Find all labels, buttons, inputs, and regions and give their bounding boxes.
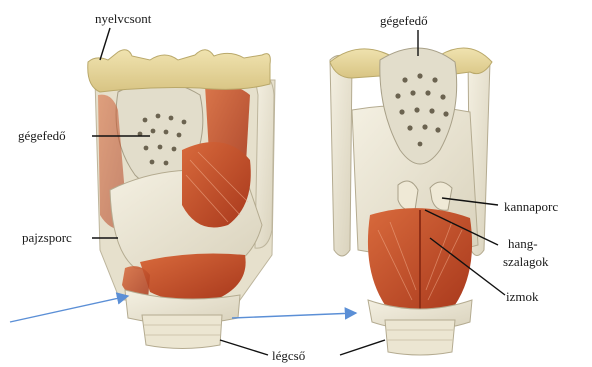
label-hyoid: nyelvcsont: [95, 11, 152, 26]
label-thyroid: pajzsporc: [22, 230, 72, 245]
leader-hyoid: [100, 28, 110, 60]
arrow-left: [10, 296, 128, 322]
label-epiglottis-left: gégefedő: [18, 128, 66, 143]
leader-trachea-right: [340, 340, 385, 355]
label-vocal-cords-1: hang-: [508, 236, 538, 251]
label-arytenoid: kannaporc: [504, 199, 558, 214]
label-muscles: izmok: [506, 289, 539, 304]
label-epiglottis-right: gégefedő: [380, 13, 428, 28]
arrow-right: [232, 313, 356, 318]
larynx-model-front: [88, 50, 275, 349]
leader-trachea-left: [220, 340, 268, 355]
label-trachea: légcső: [272, 348, 305, 363]
label-vocal-cords-2: szalagok: [503, 254, 549, 269]
